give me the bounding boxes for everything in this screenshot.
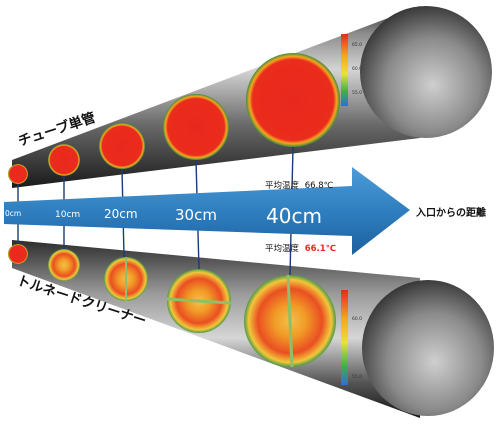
top-scale-tick: 55.0 xyxy=(352,90,362,96)
top-tube-open-end xyxy=(360,6,492,138)
bottom-tube: 60.0 55.0 xyxy=(8,240,494,418)
top-scale-tick: 65.0 xyxy=(352,42,362,48)
bottom-thermal-disc-30cm xyxy=(166,269,232,333)
bottom-thermal-disc-0cm xyxy=(8,244,28,264)
top-color-scale xyxy=(341,34,348,106)
bottom-thermal-disc-10cm xyxy=(48,249,80,281)
top-thermal-disc-0cm xyxy=(8,164,28,184)
distance-axis-label: 入口からの距離 xyxy=(416,206,486,219)
distance-label-40cm: 40cm xyxy=(266,204,322,228)
top-thermal-disc-20cm xyxy=(99,123,145,169)
bottom-scale-tick: 60.0 xyxy=(352,316,362,322)
top-thermal-disc-30cm xyxy=(163,94,229,160)
distance-arrow xyxy=(4,167,410,255)
top-thermal-disc-10cm xyxy=(48,144,80,176)
top-thermal-disc-40cm xyxy=(246,53,340,147)
distance-label-30cm: 30cm xyxy=(175,206,217,224)
top-avg-temp: 平均温度 66.8℃ xyxy=(265,180,334,191)
distance-label-20cm: 20cm xyxy=(104,207,138,221)
bottom-thermal-disc-20cm xyxy=(104,257,148,301)
top-tube: 65.0 60.0 55.0 xyxy=(8,6,492,188)
arrow-shape xyxy=(4,167,410,255)
top-scale-tick: 60.0 xyxy=(352,66,362,72)
bottom-avg-temp-label: 平均温度 xyxy=(265,243,300,254)
bottom-avg-temp-value: 66.1℃ xyxy=(305,244,336,254)
distance-label-0cm: 0cm xyxy=(5,209,21,218)
bottom-scale-tick: 55.0 xyxy=(352,374,362,380)
top-avg-temp-value: 66.8℃ xyxy=(305,181,334,191)
bottom-avg-temp: 平均温度 66.1℃ xyxy=(265,243,336,254)
bottom-thermal-disc-40cm xyxy=(244,274,336,368)
bottom-tube-open-end xyxy=(362,280,494,416)
distance-label-10cm: 10cm xyxy=(55,210,80,220)
top-avg-temp-label: 平均温度 xyxy=(265,180,300,191)
bottom-color-scale xyxy=(341,290,348,385)
